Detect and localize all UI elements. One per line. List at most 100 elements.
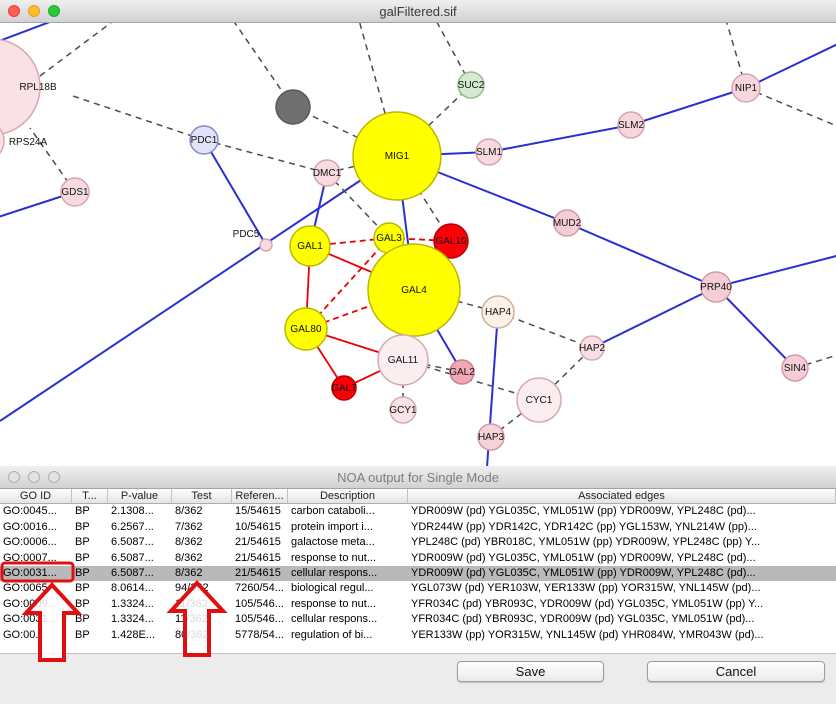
network-window-controls — [8, 5, 60, 17]
table-cell: 21/54615 — [235, 536, 281, 549]
table-cell: GO:0007... — [3, 551, 57, 564]
network-node-SLM1[interactable] — [475, 138, 503, 166]
network-edge — [488, 124, 632, 153]
network-node-SUC2[interactable] — [457, 71, 485, 99]
network-node-CYC1[interactable] — [516, 377, 562, 423]
table-cell: 21/54615 — [235, 566, 281, 579]
cancel-button[interactable]: Cancel — [647, 661, 825, 682]
save-button[interactable]: Save — [457, 661, 604, 682]
network-node-GAL11[interactable] — [377, 334, 429, 386]
network-node-GAL4[interactable] — [367, 243, 461, 337]
close-button[interactable] — [8, 471, 20, 483]
table-cell: BP — [75, 520, 90, 533]
network-node-GAL2[interactable] — [449, 359, 475, 385]
table-cell: response to nut... — [291, 597, 376, 610]
table-cell: regulation of bi... — [291, 628, 373, 641]
table-cell: protein import i... — [291, 520, 373, 533]
table-cell: GO:0065... — [3, 582, 57, 595]
network-node-label-GAL11: GAL11 — [388, 355, 419, 366]
network-edge — [326, 172, 390, 239]
table-cell: 21/54615 — [235, 551, 281, 564]
network-node-HAP4[interactable] — [481, 295, 515, 329]
network-node-PDC5[interactable] — [259, 238, 273, 252]
network-node-GAL1[interactable] — [289, 225, 331, 267]
table-cell: galactose meta... — [291, 536, 375, 549]
network-node-GAL10[interactable] — [433, 223, 469, 259]
column-header-referen[interactable]: Referen... — [232, 489, 288, 505]
network-node-unnamed[interactable] — [275, 89, 311, 125]
table-cell: 1.428E... — [111, 628, 156, 641]
table-cell: 7260/54... — [235, 582, 284, 595]
network-graph: RPL18BRPS24AGDS1PDC1DMC1MIG1SUC2SLM1SLM2… — [0, 12, 836, 468]
network-node-GAL80[interactable] — [284, 307, 328, 351]
table-cell: biological regul... — [291, 582, 374, 595]
table-cell: 1.3324... — [111, 597, 154, 610]
network-node-HAP2[interactable] — [579, 335, 605, 361]
table-cell: YFR034C (pd) YBR093C, YDR009W (pd) YGL03… — [411, 597, 764, 610]
network-node-PRP40[interactable] — [700, 271, 732, 303]
minimize-button[interactable] — [28, 5, 40, 17]
column-header-p-value[interactable]: P-value — [108, 489, 172, 505]
network-node-label-GCY1: GCY1 — [389, 405, 417, 416]
network-edge — [0, 155, 398, 422]
network-node-label-GAL1: GAL1 — [297, 241, 323, 252]
column-header-associated-edges[interactable]: Associated edges — [408, 489, 836, 505]
network-node-label-PDC1: PDC1 — [191, 135, 218, 146]
close-button[interactable] — [8, 5, 20, 17]
table-cell: 8/362 — [175, 505, 203, 518]
zoom-button[interactable] — [48, 471, 60, 483]
network-node-label-HAP2: HAP2 — [579, 343, 606, 354]
table-cell: 11/362 — [175, 597, 208, 610]
network-node-GAL7[interactable] — [331, 375, 357, 401]
network-node-MIG1[interactable] — [352, 111, 442, 201]
network-node-label-GAL10: GAL10 — [435, 236, 467, 247]
column-header-t[interactable]: T... — [72, 489, 108, 505]
network-node-HAP3[interactable] — [477, 423, 505, 451]
network-node-DMC1[interactable] — [313, 159, 341, 187]
minimize-button[interactable] — [28, 471, 40, 483]
network-node-SLM2[interactable] — [617, 111, 645, 139]
column-header-description[interactable]: Description — [288, 489, 408, 505]
network-node-label-SUC2: SUC2 — [458, 80, 485, 91]
table-cell: BP — [75, 582, 90, 595]
table-cell: 6.2567... — [111, 520, 154, 533]
network-node-label-HAP3: HAP3 — [478, 432, 505, 443]
table-cell: GO:00... — [3, 628, 45, 641]
network-edge — [69, 94, 205, 141]
network-node-label-GAL7: GAL7 — [331, 383, 357, 394]
network-node-label-MUD2: MUD2 — [553, 218, 582, 229]
column-header-go-id[interactable]: GO ID — [0, 489, 72, 505]
network-node-GDS1[interactable] — [60, 177, 90, 207]
network-node-MUD2[interactable] — [553, 209, 581, 237]
network-edge — [745, 43, 836, 89]
network-node-NIP1[interactable] — [731, 73, 761, 103]
network-node-PDC1[interactable] — [189, 125, 219, 155]
network-node-SIN4[interactable] — [781, 354, 809, 382]
table-cell: 80/362 — [175, 628, 209, 641]
table-cell: 15/54615 — [235, 505, 281, 518]
table-cell: carbon cataboli... — [291, 505, 375, 518]
zoom-button[interactable] — [48, 5, 60, 17]
network-node-RPL18B[interactable] — [0, 38, 41, 136]
network-edge — [497, 311, 593, 349]
network-edge — [591, 286, 717, 349]
table-cell: YPL248C (pd) YBR018C, YML051W (pp) YDR00… — [411, 536, 761, 549]
network-node-GCY1[interactable] — [389, 396, 417, 424]
column-header-test[interactable]: Test — [172, 489, 232, 505]
table-cell: BP — [75, 628, 90, 641]
network-node-RPS24A[interactable] — [0, 121, 5, 161]
table-cell: BP — [75, 597, 90, 610]
